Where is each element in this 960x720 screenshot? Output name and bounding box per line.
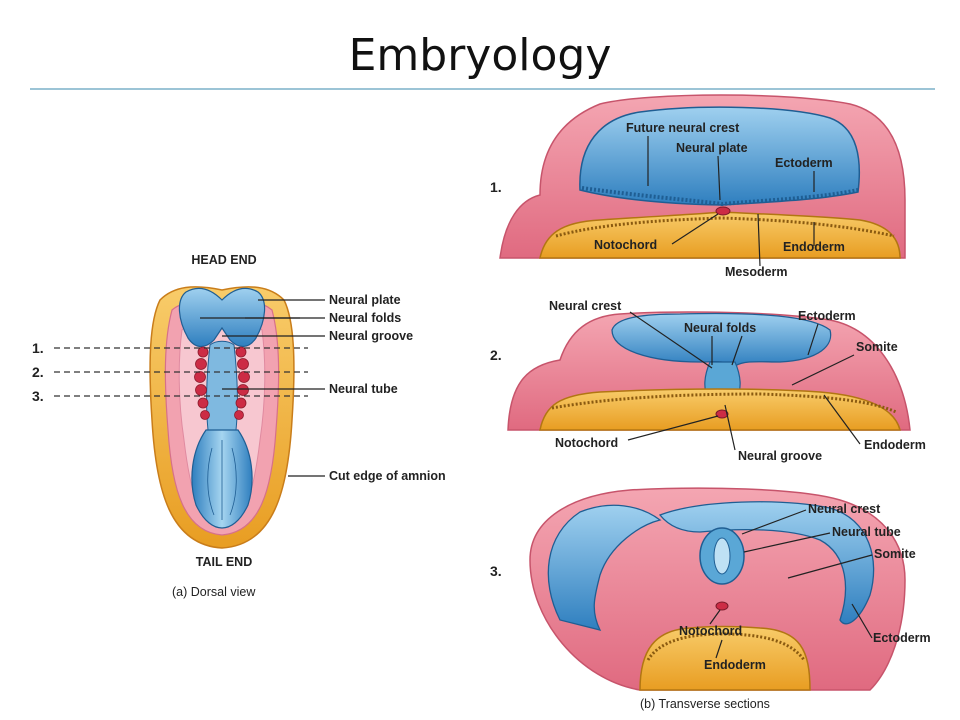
transverse-section-1: 1. Future neural crest Neural plate Ecto… [490,94,906,279]
s1-label-endoderm: Endoderm [783,240,845,254]
title-divider [30,88,935,90]
s3-label-ectoderm: Ectoderm [873,631,931,645]
label-neural-folds: Neural folds [329,311,401,325]
s1-label-future-neural-crest: Future neural crest [626,121,740,135]
tail-end-label: TAIL END [196,555,252,569]
transverse-sections-caption: (b) Transverse sections [640,697,770,711]
s2-leader-lines [627,311,861,451]
s3-label-neural-crest: Neural crest [808,502,881,516]
dorsal-view: HEAD END 1. 2. 3. [32,253,446,599]
s3-leader-lines [709,509,873,659]
s1-label-ectoderm: Ectoderm [775,156,833,170]
transverse-section-2: 2. Neural crest Neural folds Ectoderm So… [490,299,926,463]
s3-endoderm-cells [646,632,806,661]
s3-endoderm [639,625,811,691]
level-1-label: 1. [32,340,44,356]
s1-plate-cells [581,186,859,207]
section-3-number: 3. [490,563,502,579]
s3-label-somite: Somite [874,547,916,561]
label-cut-edge-amnion: Cut edge of amnion [329,469,446,483]
s2-ectoderm-dome [611,312,832,367]
head-end-label: HEAD END [191,253,256,267]
s2-label-somite: Somite [856,340,898,354]
s3-neural-canal [713,537,731,575]
s2-label-neural-crest: Neural crest [549,299,622,313]
s2-notochord [715,409,729,419]
s2-label-ectoderm: Ectoderm [798,309,856,323]
label-neural-plate: Neural plate [329,293,401,307]
neural-tube-shape [206,340,238,431]
level-2-label: 2. [32,364,44,380]
s2-label-endoderm: Endoderm [864,438,926,452]
label-neural-tube: Neural tube [329,382,398,396]
s2-label-notochord: Notochord [555,436,618,450]
s3-ectoderm-left [547,504,662,631]
s1-neural-plate [579,106,861,206]
s1-label-neural-plate: Neural plate [676,141,748,155]
s1-leader-lines [647,136,815,267]
transverse-section-3: 3. Neural crest Neural tube Somite Ectod… [490,487,931,711]
label-neural-groove: Neural groove [329,329,413,343]
s1-label-mesoderm: Mesoderm [725,265,788,279]
s3-label-endoderm: Endoderm [704,658,766,672]
section-1-number: 1. [490,179,502,195]
s2-label-neural-groove: Neural groove [738,449,822,463]
neural-groove-lines [207,440,237,520]
dorsal-view-caption: (a) Dorsal view [172,585,256,599]
s1-label-notochord: Notochord [594,238,657,252]
somites [194,346,250,420]
s1-notochord [715,206,731,216]
s3-notochord [715,601,729,611]
s3-label-neural-tube: Neural tube [832,525,901,539]
s2-endoderm-cells [551,392,897,414]
s3-label-notochord: Notochord [679,624,742,638]
slide-title: Embryology [348,30,612,81]
s2-endoderm [539,388,901,431]
level-3-label: 3. [32,388,44,404]
section-2-number: 2. [490,347,502,363]
s2-label-neural-folds: Neural folds [684,321,756,335]
